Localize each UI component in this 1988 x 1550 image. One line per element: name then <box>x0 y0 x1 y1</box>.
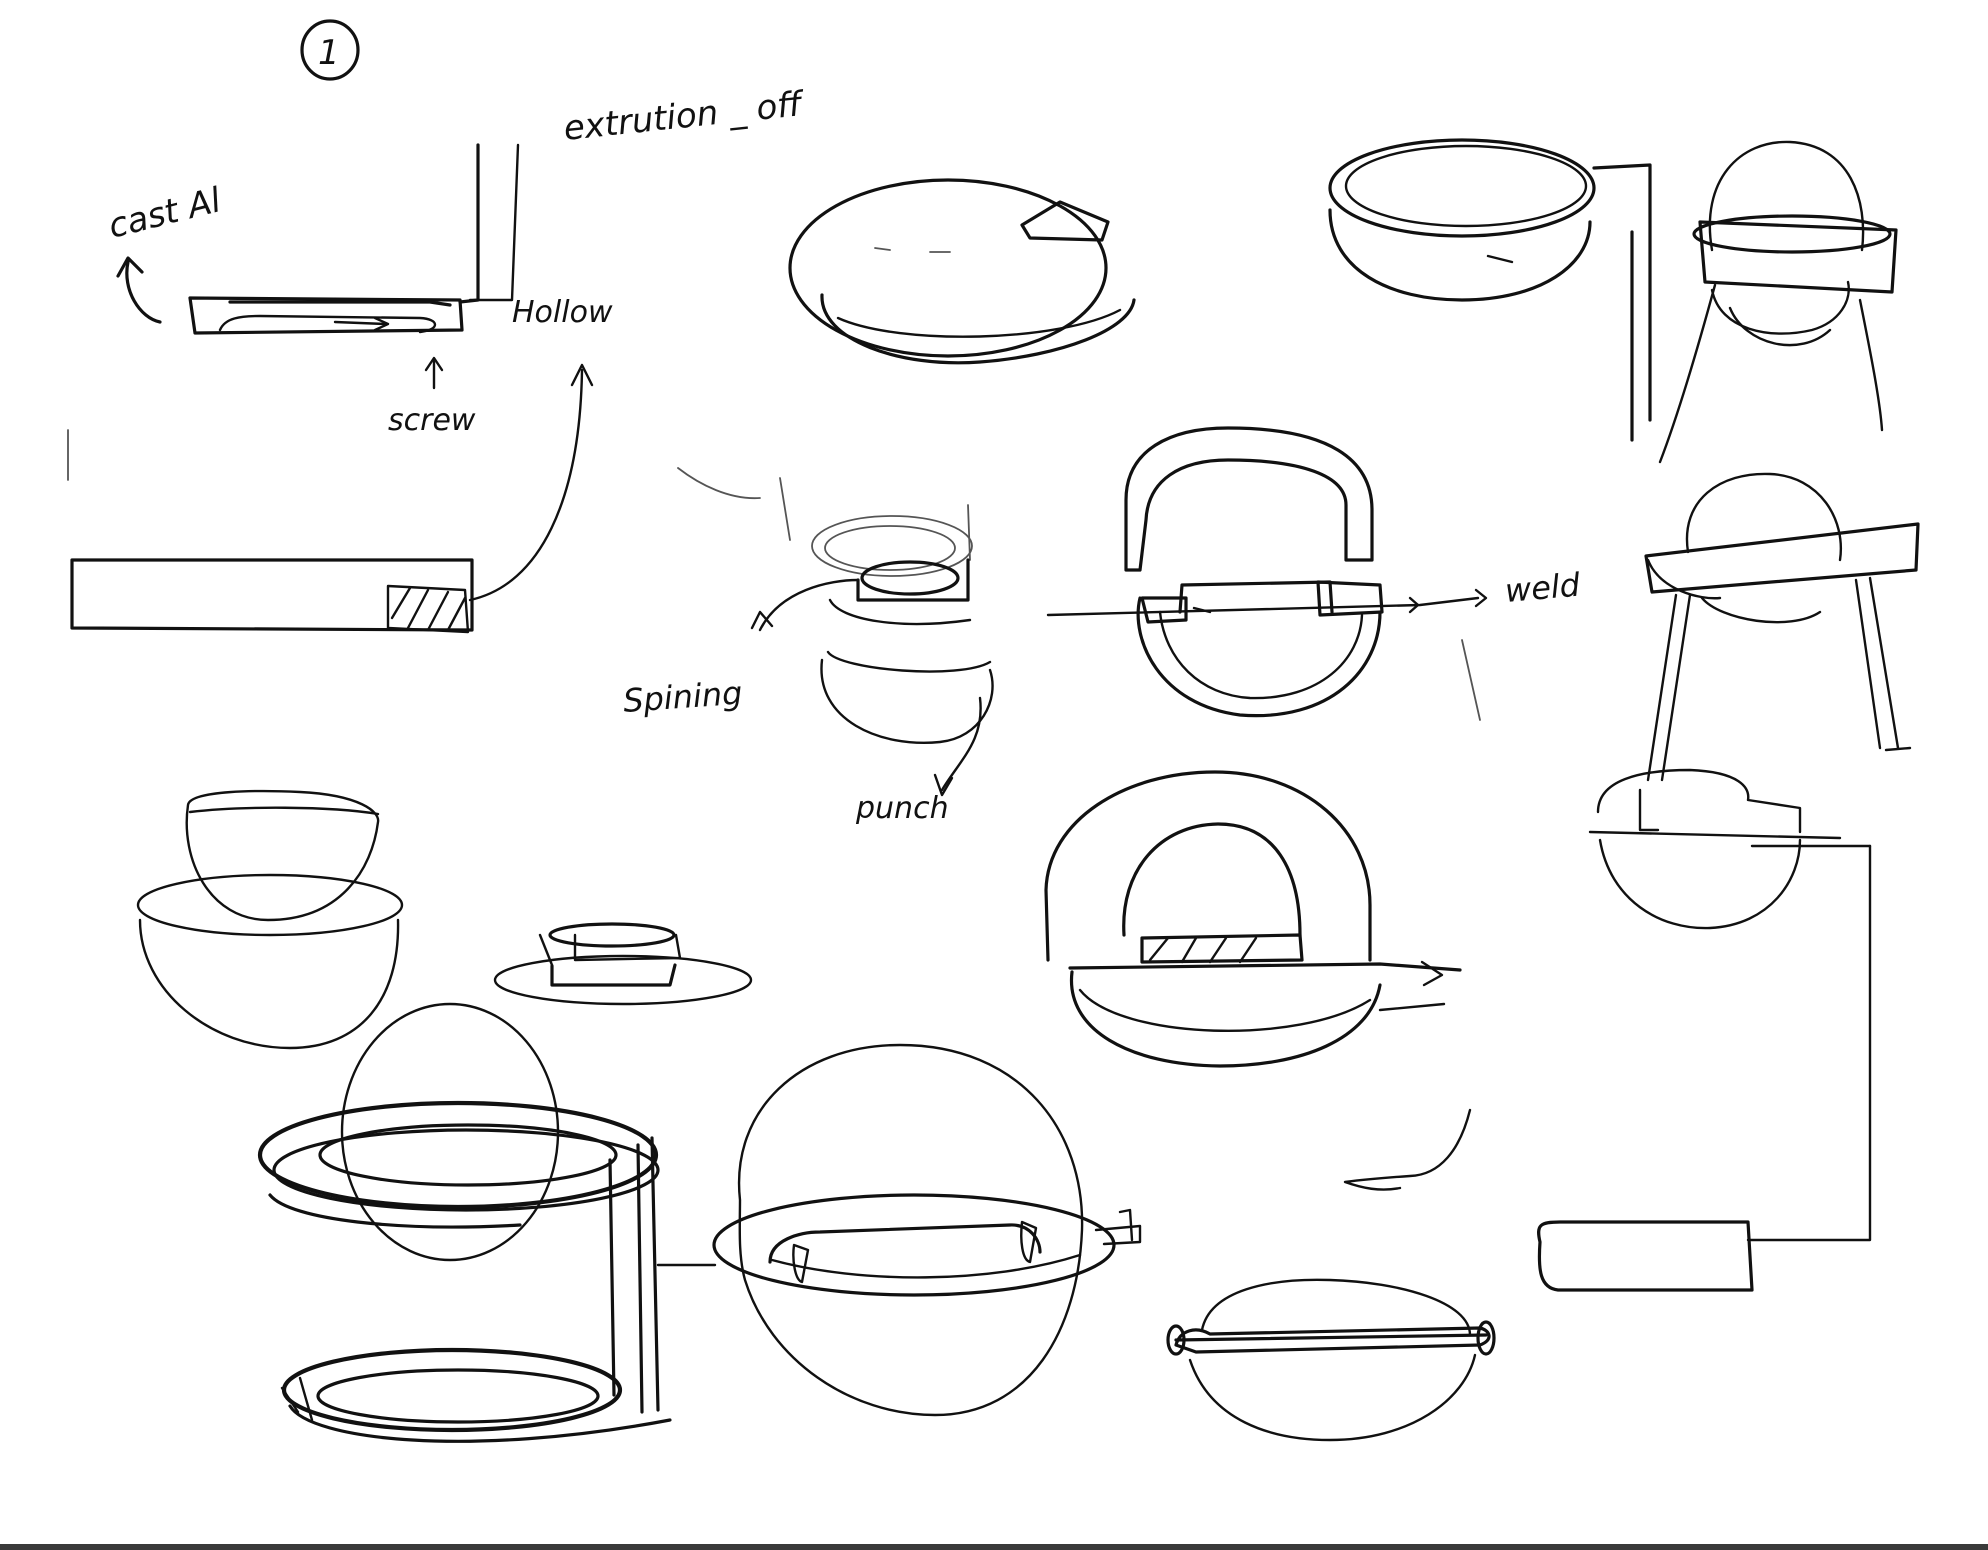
puck-on-plate <box>493 922 753 1006</box>
spinning-punch-detail <box>677 467 994 797</box>
shallow-dish <box>788 178 1136 365</box>
label-extrusion-off: extrution _ off <box>562 84 807 149</box>
svg-text:1: 1 <box>318 33 340 73</box>
large-arch-pan <box>1044 770 1462 1068</box>
label-punch: punch <box>855 791 949 826</box>
long-bar-section <box>67 429 474 634</box>
loose-stroke <box>1343 639 1481 1191</box>
bowl-with-long-arm <box>1537 768 1872 1292</box>
stacked-bowls <box>136 789 404 1050</box>
label-weld: weld <box>1503 566 1582 610</box>
two-tier-stand <box>257 1002 717 1443</box>
extrusion-profile-section <box>116 143 594 602</box>
dome-on-legs <box>1644 472 1920 782</box>
sheet-number: 1 <box>300 19 360 81</box>
dome-with-band <box>1658 140 1898 464</box>
bowl-with-knobs <box>1166 1278 1496 1442</box>
arched-handle-weld <box>1046 426 1488 718</box>
label-cast-al: cast Al <box>105 180 226 247</box>
label-screw: screw <box>388 403 476 438</box>
bowl-with-post <box>1328 138 1652 442</box>
label-spinning: Spining <box>622 674 744 720</box>
window-bottom-edge <box>0 1544 1988 1550</box>
sphere-with-band <box>712 1043 1142 1417</box>
label-hollow: Hollow <box>512 295 613 330</box>
